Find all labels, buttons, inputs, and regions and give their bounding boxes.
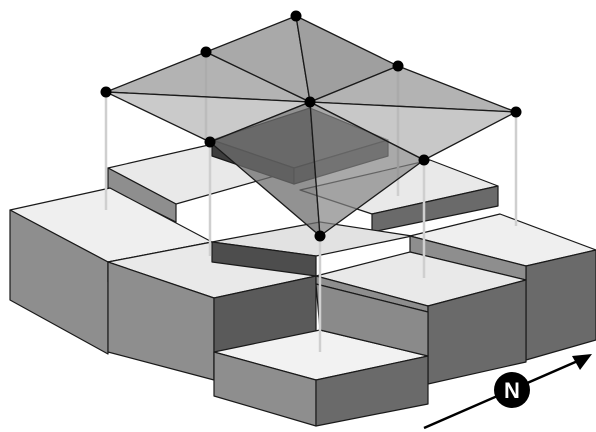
- node: [315, 231, 326, 242]
- right-block-side: [526, 250, 596, 360]
- node: [101, 87, 112, 98]
- node: [511, 107, 522, 118]
- node: [201, 47, 212, 58]
- north-label: N: [504, 378, 520, 403]
- node: [393, 61, 404, 72]
- node: [305, 97, 316, 108]
- node: [205, 137, 216, 148]
- node: [419, 155, 430, 166]
- node: [291, 11, 302, 22]
